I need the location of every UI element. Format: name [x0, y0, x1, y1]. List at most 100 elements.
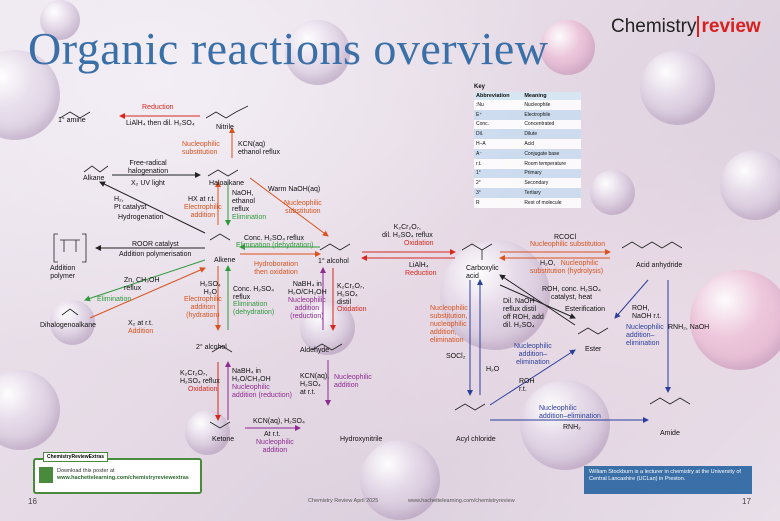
author-note: William Stockburn is a lecturer in chemi… [584, 466, 752, 494]
label-free-radical: Free-radical halogenation [128, 160, 169, 175]
label-nuc-add-red-2: Nucleophilic addition (reduction) [232, 384, 292, 399]
label-k2cr2o7-distil: K₂Cr₂O₇, H₂SO₄ distil [337, 283, 365, 306]
compound-haloalkane: Haloalkane [209, 180, 245, 187]
label-nuc-add-elim-2: Nucleophilic addition– elimination [514, 343, 552, 366]
arrow-x2 [89, 267, 206, 319]
key-heading: Key [474, 84, 486, 90]
label-x2-uv: X₂ UV light [131, 180, 165, 187]
ketone-skeleton [209, 421, 231, 429]
key-meaning: Dilute [522, 129, 581, 140]
extras-line1: Download this poster at [57, 468, 115, 474]
label-nabh4-2: NaBH₄ in H₂O/CH₃OH [232, 368, 271, 383]
label-nuc-add-1: Nucleophilic addition [334, 374, 372, 389]
molecule-sphere [640, 50, 715, 125]
compound-acid-anhydride: Acid anhydride [636, 262, 683, 269]
haloalkane-skeleton [207, 169, 239, 177]
label-dil-naoh: Dil. NaOH reflux distil off ROH, add dil… [503, 298, 544, 329]
anhydride-skeleton [621, 241, 683, 249]
acyl-skeleton [454, 403, 486, 411]
key-meaning: Secondary [522, 178, 581, 189]
label-k2cr2o7-reflux-2: K₂Cr₂O₇, H₂SO₄ reflux [180, 370, 220, 385]
aldehyde-skeleton [311, 343, 343, 351]
key-abbr: Dil. [474, 129, 523, 140]
molecule-sphere [520, 380, 610, 470]
molecule-sphere [360, 440, 440, 520]
label-oxidation-1: Oxidation [404, 240, 434, 247]
label-hydrogenation: Hydrogenation [118, 214, 164, 221]
dihalo-skeleton [61, 308, 79, 316]
arrow-acyl-ester [489, 349, 576, 406]
key-abbr: Conc. [474, 119, 523, 130]
label-h2-pt: H₂, Pt catalyst [114, 196, 147, 211]
nitrile-skeleton [205, 105, 249, 119]
compound-amide: Amide [660, 430, 680, 437]
ester-skeleton [577, 327, 609, 335]
page-number-left: 16 [28, 497, 37, 506]
extras-link[interactable]: www.hachettelearning.com/chemistryreview… [57, 475, 189, 481]
label-reduction-top: Reduction [142, 104, 174, 111]
compound-secondary-alcohol: 2° alcohol [196, 344, 227, 351]
polymer-skeleton [53, 233, 87, 263]
label-oxidation-2: Oxidation [337, 306, 367, 313]
arrow-dil-naoh [499, 274, 576, 326]
label-nuc-add-red-1: Nucleophilic addition (reduction) [288, 297, 326, 320]
key-meaning: Room temperature [522, 158, 581, 169]
compound-ketone: Ketone [212, 436, 235, 443]
compound-acyl-chloride: Acyl chloride [456, 436, 496, 443]
label-at-rt: At r.t. [264, 431, 281, 438]
compound-addition-polymer: Addition polymer [50, 265, 76, 280]
footer-url[interactable]: www.hachettelearning.com/chemistryreview [408, 498, 515, 504]
molecule-sphere [50, 300, 95, 345]
molecule-sphere [40, 0, 80, 40]
label-addition-1: Addition [128, 328, 154, 335]
molecule-sphere [690, 270, 780, 370]
label-nuc-sub-2: Nucleophilic substitution [284, 200, 322, 215]
compound-alkane: Alkane [83, 175, 105, 182]
label-oxidation-3: Oxidation [188, 386, 218, 393]
label-nuc-sub-3: Nucleophilic substitution [530, 241, 606, 248]
amide-skeleton [649, 397, 691, 405]
molecule-sphere [300, 300, 355, 355]
key-abbr: r.t. [474, 158, 523, 169]
label-roh-conc: ROH, conc. H₂SO₄ catalyst, heat [542, 286, 601, 301]
label-lialh4-then: LiAlH₄ then dil. H₂SO₄ [126, 120, 195, 127]
label-rcocl: RCOCl [554, 234, 577, 241]
label-kcn-h2so4-rt: KCN(aq), H₂SO₄ at r.t. [300, 373, 330, 396]
compound-alkene: Alkene [214, 257, 236, 264]
key-meaning: Primary [522, 168, 581, 179]
label-elimination-1: Elimination [232, 214, 267, 221]
label-kcn-h2so4: KCN(aq), H₂SO₄ [253, 418, 305, 425]
molecule-sphere [590, 170, 635, 215]
compound-nitrile: Nitrile [216, 124, 234, 131]
compound-aldehyde: Aldehyde [300, 347, 330, 354]
page-title: Organic reactions overview [28, 23, 549, 74]
label-socl2: SOCl₂ [446, 353, 466, 360]
molecule-sphere [185, 410, 230, 455]
label-elec-add-1: Electrophilic addition [184, 204, 222, 219]
molecule-sphere [720, 150, 780, 220]
label-roh-rt: ROH r.t. [519, 378, 535, 393]
key-abbr: E⁺ [474, 109, 523, 120]
label-esterification: Esterification [565, 306, 606, 313]
footer-journal: Chemistry Review April 2025 [308, 498, 379, 504]
label-lialh4: LiAlH₄ [409, 262, 429, 269]
label-nuc-add-elim-1: Nucleophilic addition– elimination [626, 324, 664, 347]
amine-skeleton [59, 111, 91, 119]
label-naoh-eth: NaOH, ethanol reflux [232, 190, 255, 213]
compound-amine: 1° amine [58, 117, 86, 124]
compound-primary-alcohol: 1° alcohol [318, 258, 349, 265]
key-meaning: Tertiary [522, 188, 581, 198]
label-h2o-nuc: H₂O, [540, 260, 556, 267]
key-meaning: Conjugate base [522, 148, 581, 159]
key-abbr: R [474, 197, 523, 208]
key-abbr: 3° [474, 188, 523, 198]
key-meaning: Electrophile [522, 109, 581, 120]
page-number-right: 17 [742, 497, 751, 506]
label-reduction-2: Reduction [405, 270, 437, 277]
label-nuc-sub-hydro: Nucleophilic substitution (hydrolysis) [530, 260, 604, 275]
label-nuc-list: Nucleophilic substitution, nucleophilic … [430, 305, 468, 344]
label-conc-h2so4-2: Conc. H₂SO₄ reflux [233, 286, 274, 301]
compound-carboxylic-acid: Carboxylic acid [466, 265, 499, 280]
